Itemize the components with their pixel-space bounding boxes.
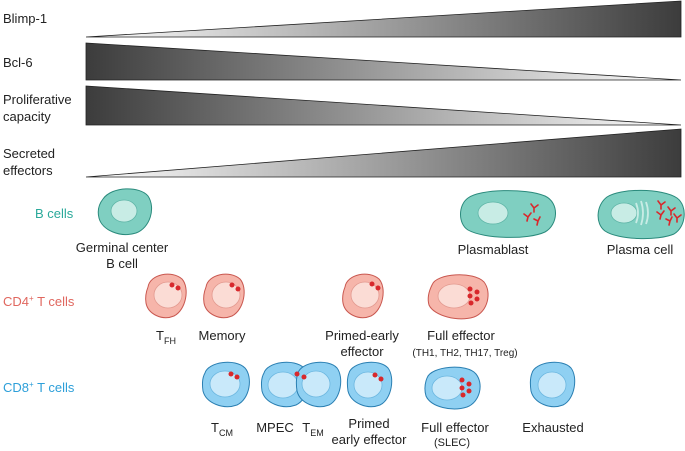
tem-cell bbox=[294, 361, 342, 408]
primed-early-effector-cd4-cell bbox=[342, 273, 384, 319]
full-effector-cd4-cell bbox=[427, 274, 489, 320]
memory-cd4-cell bbox=[203, 273, 245, 319]
tcm-cell bbox=[201, 361, 250, 408]
germinal-center-b-cell bbox=[97, 188, 152, 235]
tfh-label: TFH bbox=[156, 328, 176, 346]
full-effector-cd4-label: Full effector bbox=[427, 328, 495, 343]
primed-early-label-line1: Primed-early bbox=[325, 328, 399, 343]
plasma-cell bbox=[597, 189, 685, 240]
germinal-center-label-line2: B cell bbox=[106, 256, 138, 271]
tcm-label: TCM bbox=[211, 420, 233, 438]
primed-early-effector-cd8-cell bbox=[346, 361, 393, 408]
secreted-wedge bbox=[85, 128, 682, 178]
primed-cd8-label-line2: early effector bbox=[332, 432, 408, 447]
germinal-center-label-line1: Germinal center bbox=[76, 240, 169, 255]
memory-label: Memory bbox=[199, 328, 246, 343]
endoplasmic-reticulum-icon bbox=[635, 200, 649, 226]
cd8-title: CD8+ T cells bbox=[3, 380, 75, 395]
tem-label: TEM bbox=[302, 420, 323, 438]
exhausted-label: Exhausted bbox=[522, 420, 583, 435]
plasmablast-label: Plasmablast bbox=[458, 242, 529, 257]
th-subsets-label: (TH1, TH2, TH17, Treg) bbox=[412, 348, 517, 359]
proliferative-label-line1: Proliferative bbox=[3, 92, 72, 107]
bcl6-wedge bbox=[85, 42, 682, 81]
full-effector-cd8-label: Full effector bbox=[421, 420, 489, 435]
blimp1-wedge bbox=[85, 0, 682, 38]
antibody-icon bbox=[656, 200, 682, 226]
proliferative-wedge bbox=[85, 85, 682, 126]
secreted-label-line1: Secreted bbox=[3, 146, 55, 161]
plasmablast-cell bbox=[460, 190, 556, 238]
mpec-label: MPEC bbox=[256, 420, 294, 435]
exhausted-cell bbox=[529, 361, 576, 408]
secreted-label-line2: effectors bbox=[3, 163, 53, 178]
tfh-cell bbox=[145, 273, 187, 319]
plasma-cell-label: Plasma cell bbox=[607, 242, 674, 257]
bcl6-label: Bcl-6 bbox=[3, 55, 33, 70]
slec-label: (SLEC) bbox=[434, 437, 470, 449]
b-cells-title: B cells bbox=[35, 206, 74, 221]
primed-cd8-label-line1: Primed bbox=[348, 416, 389, 431]
antibody-icon bbox=[523, 203, 541, 226]
cd4-title: CD4+ T cells bbox=[3, 294, 75, 309]
proliferative-label-line2: capacity bbox=[3, 109, 51, 124]
gradient-bars bbox=[85, 0, 682, 178]
primed-early-label-line2: effector bbox=[340, 344, 384, 359]
full-effector-cd8-cell bbox=[424, 366, 481, 410]
blimp1-label: Blimp-1 bbox=[3, 11, 47, 26]
